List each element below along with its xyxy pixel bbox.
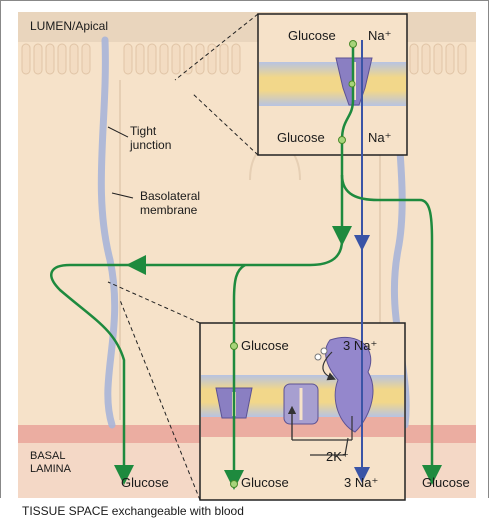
basolateral-membrane-label: Basolateral membrane bbox=[140, 190, 200, 218]
inset-na3-out-label: 3 Na⁺ bbox=[344, 476, 378, 491]
top-na-label: Na⁺ bbox=[368, 29, 391, 44]
glucose-left-label: Glucose bbox=[121, 476, 169, 491]
tissue-space-label: TISSUE SPACE exchangeable with blood bbox=[22, 505, 244, 519]
apical-membrane bbox=[259, 62, 406, 106]
bottom-na-label: Na⁺ bbox=[368, 131, 391, 146]
inset-glucose-out-label: Glucose bbox=[241, 476, 289, 491]
lumen-apical-label: LUMEN/Apical bbox=[30, 20, 108, 34]
inset-k2-label: 2K⁺ bbox=[326, 450, 349, 465]
basal-lamina-label: BASAL LAMINA bbox=[30, 450, 71, 475]
bottom-glucose-label: Glucose bbox=[277, 131, 325, 146]
inset-na3-in-label: 3 Na⁺ bbox=[343, 339, 377, 354]
top-glucose-label: Glucose bbox=[288, 29, 336, 44]
glucose-right-label: Glucose bbox=[422, 476, 470, 491]
inset-glucose-in-label: Glucose bbox=[241, 339, 289, 354]
tight-junction-label: Tight junction bbox=[130, 125, 171, 153]
